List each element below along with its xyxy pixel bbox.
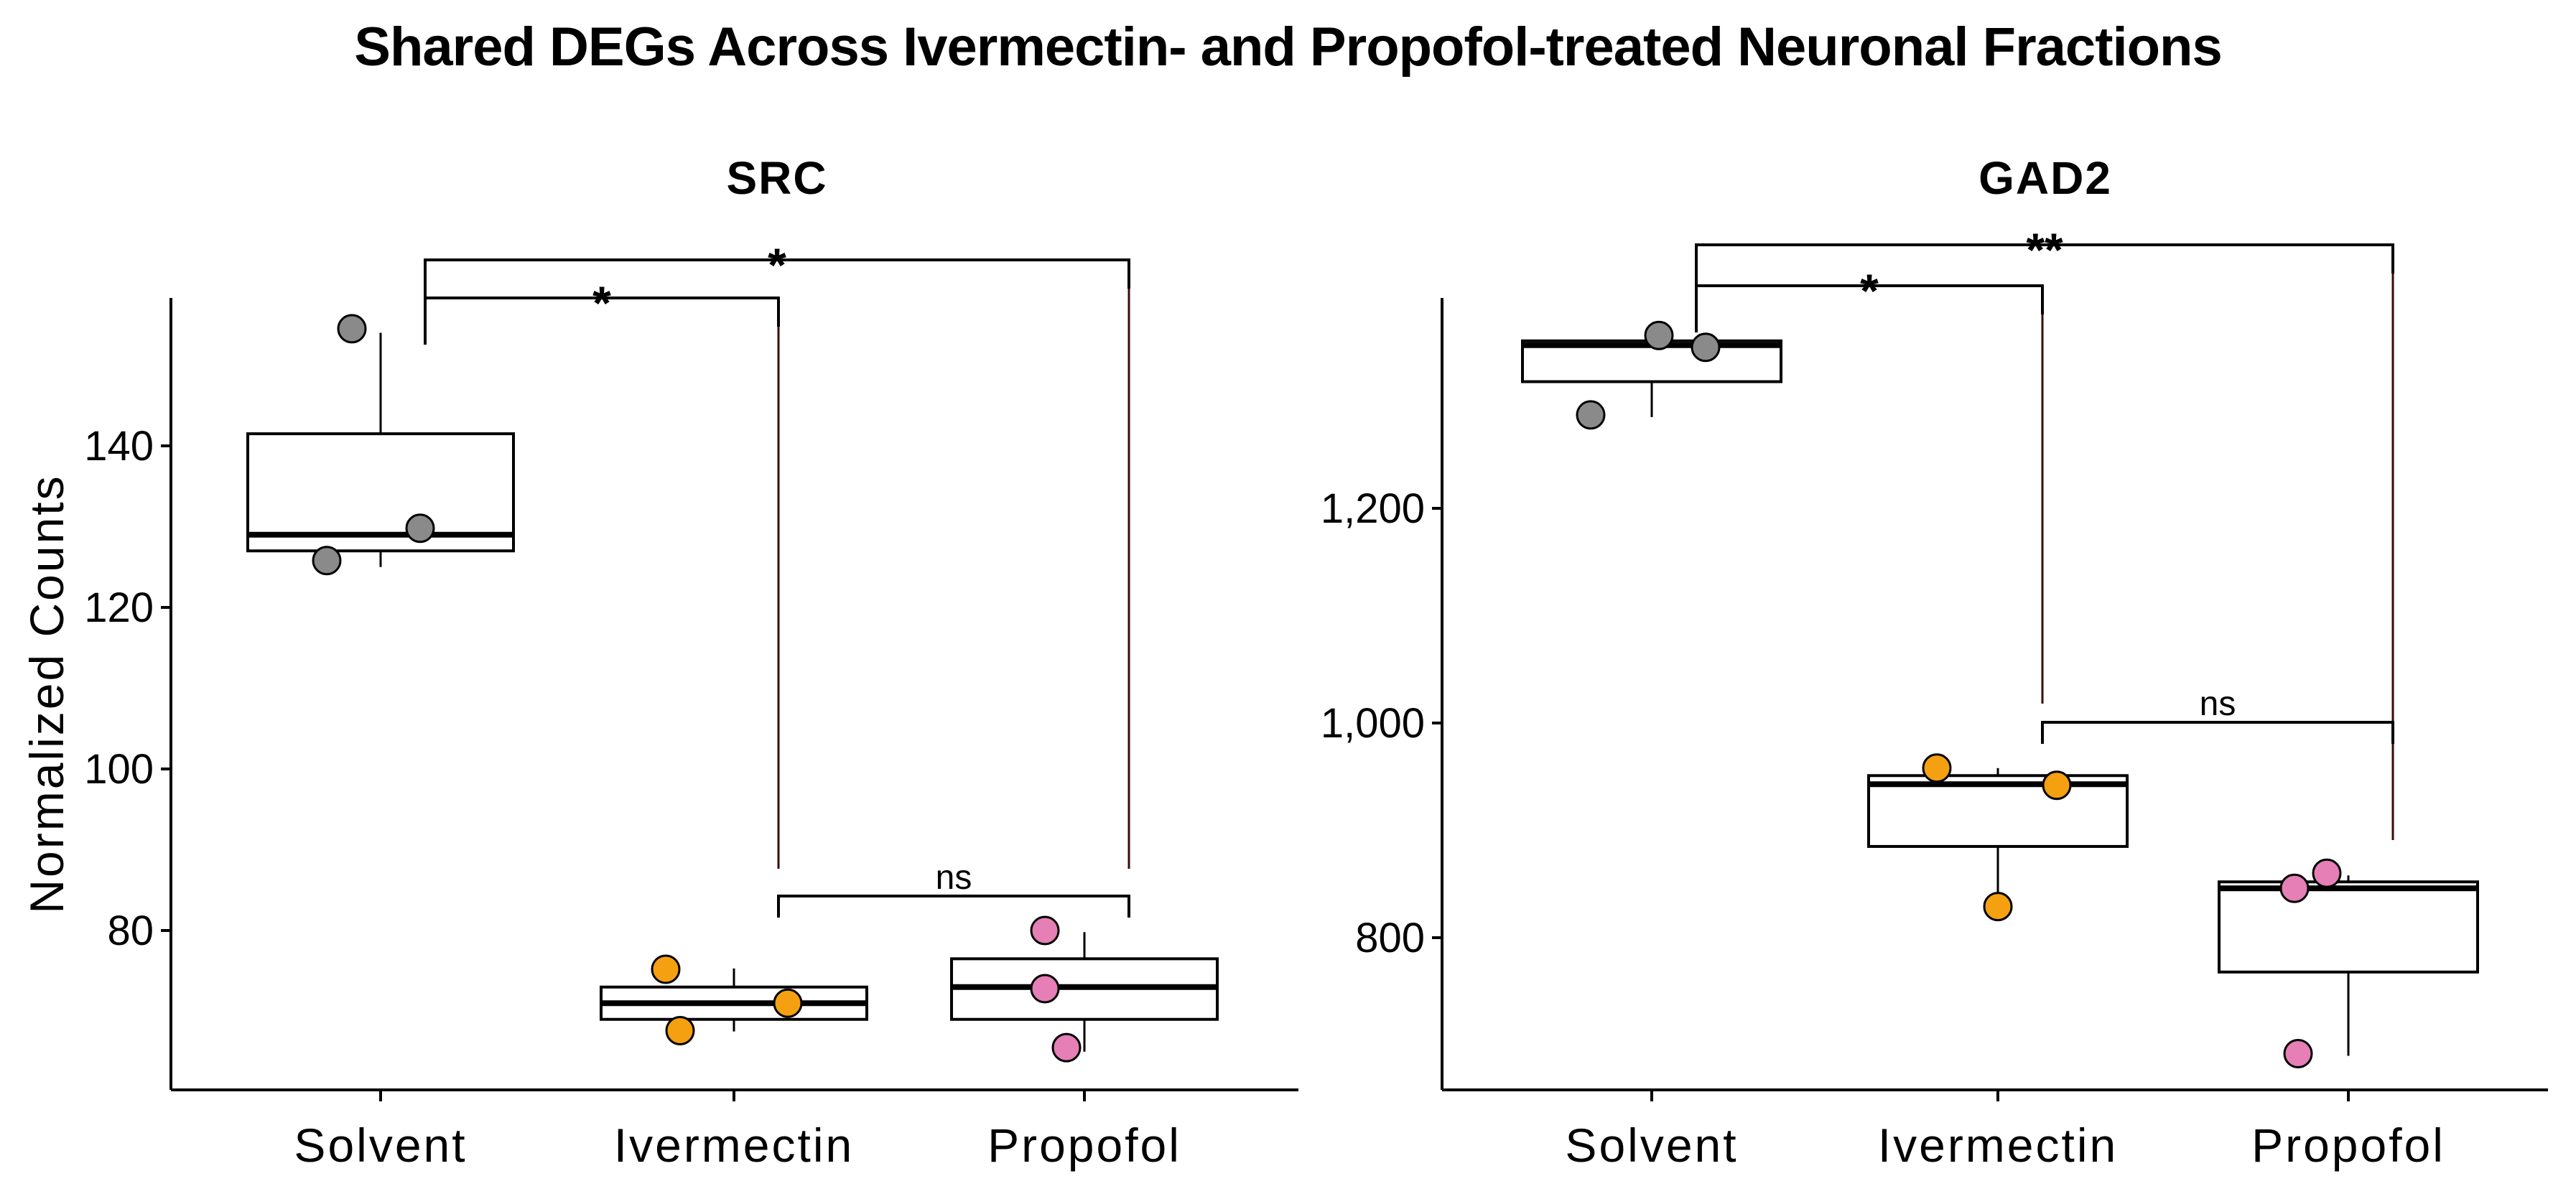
data-point-solvent — [1576, 400, 1606, 430]
data-point-ivermectin — [1922, 753, 1952, 783]
data-point-ivermectin — [651, 954, 681, 984]
bracket-ivermectin-vs-propofol — [2041, 721, 2394, 744]
data-point-solvent — [337, 314, 367, 344]
data-point-propofol — [2312, 858, 2342, 888]
bracket-ivermectin-vs-propofol — [777, 895, 1130, 918]
bracket-solvent-vs-propofol — [424, 258, 1130, 307]
x-tick-label-ivermectin: Ivermectin — [1878, 1119, 2118, 1172]
data-point-ivermectin — [665, 1016, 695, 1045]
y-tick-label: 100 — [84, 746, 154, 793]
y-tick-label: 1,200 — [1321, 485, 1425, 532]
panel-title: SRC — [726, 152, 827, 204]
data-point-solvent — [1691, 332, 1721, 363]
data-point-propofol — [1051, 1032, 1082, 1063]
significance-label: * — [768, 238, 786, 291]
x-tick-label-solvent: Solvent — [1565, 1119, 1738, 1172]
data-point-solvent — [405, 513, 435, 544]
x-tick-label-solvent: Solvent — [294, 1119, 467, 1172]
bracket-solvent-vs-propofol — [1695, 243, 2394, 291]
y-tick-label: 140 — [84, 423, 154, 470]
y-tick-label: 120 — [84, 584, 154, 631]
data-point-ivermectin — [773, 988, 803, 1018]
bracket-solvent-vs-ivermectin — [424, 297, 780, 345]
significance-label: ns — [936, 859, 972, 897]
data-point-propofol — [1030, 915, 1060, 946]
data-point-solvent — [1644, 320, 1674, 350]
data-point-ivermectin — [1983, 892, 2013, 922]
data-point-solvent — [312, 546, 342, 576]
x-tick-label-propofol: Propofol — [2251, 1119, 2445, 1172]
significance-label: * — [592, 276, 611, 330]
data-point-propofol — [2283, 1038, 2313, 1068]
y-tick-label: 800 — [1355, 915, 1425, 961]
y-axis-label: Normalized Counts — [20, 474, 73, 913]
significance-label: * — [1860, 264, 1879, 317]
data-point-ivermectin — [2042, 770, 2072, 801]
significance-label: ** — [2026, 223, 2063, 276]
significance-label: ns — [2200, 685, 2236, 723]
data-point-propofol — [1030, 974, 1060, 1004]
panel-title: GAD2 — [1979, 152, 2112, 204]
box-ivermectin — [1867, 774, 2129, 848]
y-tick-label: 1,000 — [1321, 700, 1425, 747]
x-tick-label-propofol: Propofol — [987, 1119, 1181, 1172]
x-tick-label-ivermectin: Ivermectin — [614, 1119, 854, 1172]
y-tick-label: 80 — [107, 908, 154, 954]
box-solvent — [246, 432, 515, 553]
bracket-solvent-vs-ivermectin — [1695, 284, 2044, 332]
figure-title: Shared DEGs Across Ivermectin- and Propo… — [354, 17, 2222, 78]
data-point-propofol — [2279, 873, 2310, 903]
box-propofol — [2218, 880, 2479, 974]
